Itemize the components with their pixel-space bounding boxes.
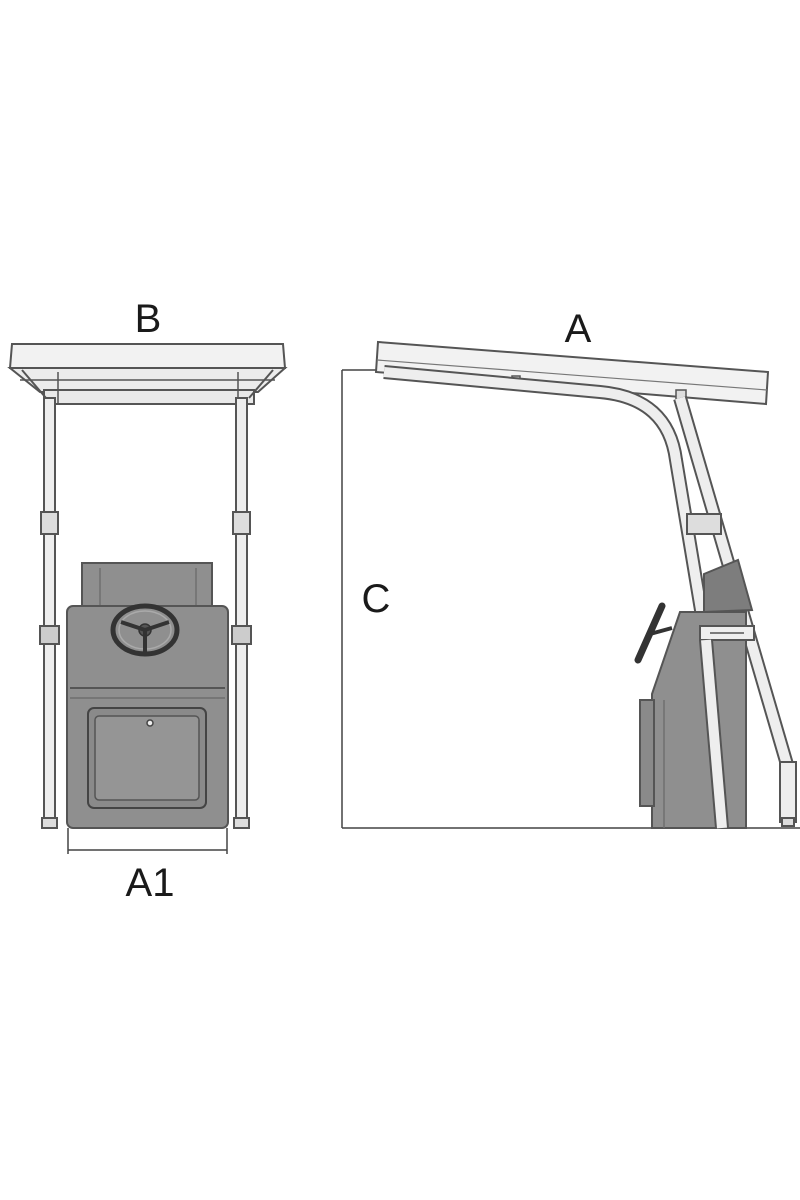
b-dimension-label: B — [135, 297, 162, 341]
pole-clamp — [686, 513, 722, 535]
c-dimension-label: C — [362, 577, 391, 621]
side-console — [634, 558, 755, 829]
side-steering-wheel-icon — [634, 602, 673, 664]
front-left-pole — [39, 397, 60, 829]
a1-dimension-label: A1 — [126, 861, 175, 905]
side-canopy — [374, 340, 770, 406]
a1-dimension-line — [67, 828, 228, 854]
front-view: A1 B — [7, 297, 288, 905]
steering-wheel-icon — [110, 603, 180, 657]
side-arch-pole — [383, 365, 729, 829]
front-console — [66, 562, 229, 829]
side-view: C — [341, 307, 800, 829]
front-canopy — [7, 343, 288, 405]
front-right-pole — [231, 397, 252, 829]
a-dimension-label: A — [565, 307, 592, 351]
